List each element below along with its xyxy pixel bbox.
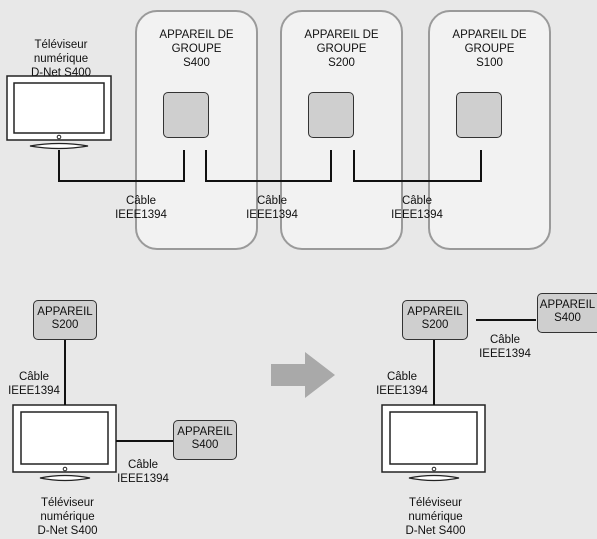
group-label-line: GROUPE	[316, 43, 367, 55]
device-label-line: S400	[554, 312, 581, 324]
device-port	[163, 92, 209, 138]
device-s200-right: APPAREIL S200	[402, 300, 468, 340]
device-label-line: APPAREIL	[539, 299, 596, 311]
group-label-line: APPAREIL DE	[304, 29, 379, 41]
tv-icon-top	[6, 75, 112, 150]
cable-label-line: Câble	[127, 459, 159, 471]
cable-label-line: IEEE1394	[376, 385, 428, 397]
device-label-line: APPAREIL	[407, 306, 463, 318]
bl-tv-label: Téléviseur numérique D-Net S400	[20, 496, 115, 538]
cable-label-line: IEEE1394	[246, 209, 298, 221]
cable-label-line: Câble	[256, 195, 288, 207]
cable-label-line: Câble	[401, 195, 433, 207]
cable-label-3: Câble IEEE1394	[382, 194, 452, 222]
cable-label-line: IEEE1394	[391, 209, 443, 221]
cable-line	[353, 150, 482, 182]
device-s200-left: APPAREIL S200	[33, 300, 97, 340]
cable-label-line: IEEE1394	[479, 348, 531, 360]
cable-label-line: Câble	[125, 195, 157, 207]
group-box-s400: APPAREIL DE GROUPE S400	[135, 10, 258, 250]
group-label-line: APPAREIL DE	[159, 29, 234, 41]
device-label-line: S200	[421, 319, 449, 331]
group-box-s200: APPAREIL DE GROUPE S200	[280, 10, 403, 250]
cable-line	[205, 150, 332, 182]
group-label-s200: APPAREIL DE GROUPE S200	[282, 28, 401, 70]
device-s400-right: APPAREIL S400	[537, 293, 597, 333]
group-label-line: S400	[183, 57, 210, 69]
tv-label-line: Téléviseur	[34, 39, 88, 51]
cable-label-line: Câble	[18, 371, 50, 383]
cable-label-line: IEEE1394	[115, 209, 167, 221]
br-tv-label: Téléviseur numérique D-Net S400	[388, 496, 483, 538]
bottom-left-cables	[64, 340, 173, 442]
tv-label-line: Téléviseur	[408, 497, 463, 509]
tv-label-line: numérique	[408, 511, 463, 523]
device-label-line: APPAREIL	[177, 426, 233, 438]
cable-label-bl-vertical: Câble IEEE1394	[0, 370, 68, 398]
group-label-line: S100	[476, 57, 503, 69]
right-arrow-icon	[271, 352, 335, 398]
tv-label-line: numérique	[33, 53, 89, 65]
cable-label-line: IEEE1394	[117, 473, 169, 485]
cable-label-br-vertical: Câble IEEE1394	[368, 370, 436, 398]
tv-label-line: numérique	[40, 511, 95, 523]
device-s400-left: APPAREIL S400	[173, 420, 237, 460]
bottom-right-cables	[433, 319, 536, 405]
group-label-line: GROUPE	[171, 43, 222, 55]
device-port	[308, 92, 354, 138]
tv-label-line: D-Net S400	[405, 525, 466, 537]
cable-label-2: Câble IEEE1394	[237, 194, 307, 222]
device-label-line: S200	[51, 319, 79, 331]
cable-label-line: IEEE1394	[8, 385, 60, 397]
tv-icon-bottom-right	[381, 404, 486, 482]
tv-icon-bottom-left	[12, 404, 117, 482]
tv-label-line: Téléviseur	[40, 497, 95, 509]
group-box-s100: APPAREIL DE GROUPE S100	[428, 10, 551, 250]
tv-label-line: D-Net S400	[37, 525, 98, 537]
cable-label-line: Câble	[386, 371, 418, 383]
device-label-line: APPAREIL	[37, 306, 93, 318]
cable-label-1: Câble IEEE1394	[106, 194, 176, 222]
group-label-s100: APPAREIL DE GROUPE S100	[430, 28, 549, 70]
group-label-line: GROUPE	[464, 43, 515, 55]
group-label-s400: APPAREIL DE GROUPE S400	[137, 28, 256, 70]
top-cables	[58, 150, 482, 182]
cable-label-line: Câble	[489, 334, 521, 346]
device-label-line: S400	[191, 439, 219, 451]
device-port	[456, 92, 502, 138]
group-label-line: APPAREIL DE	[452, 29, 527, 41]
cable-line	[58, 150, 185, 182]
group-label-line: S200	[328, 57, 355, 69]
cable-label-bl-horizontal: Câble IEEE1394	[108, 458, 178, 486]
cable-label-br-horizontal: Câble IEEE1394	[470, 333, 540, 361]
